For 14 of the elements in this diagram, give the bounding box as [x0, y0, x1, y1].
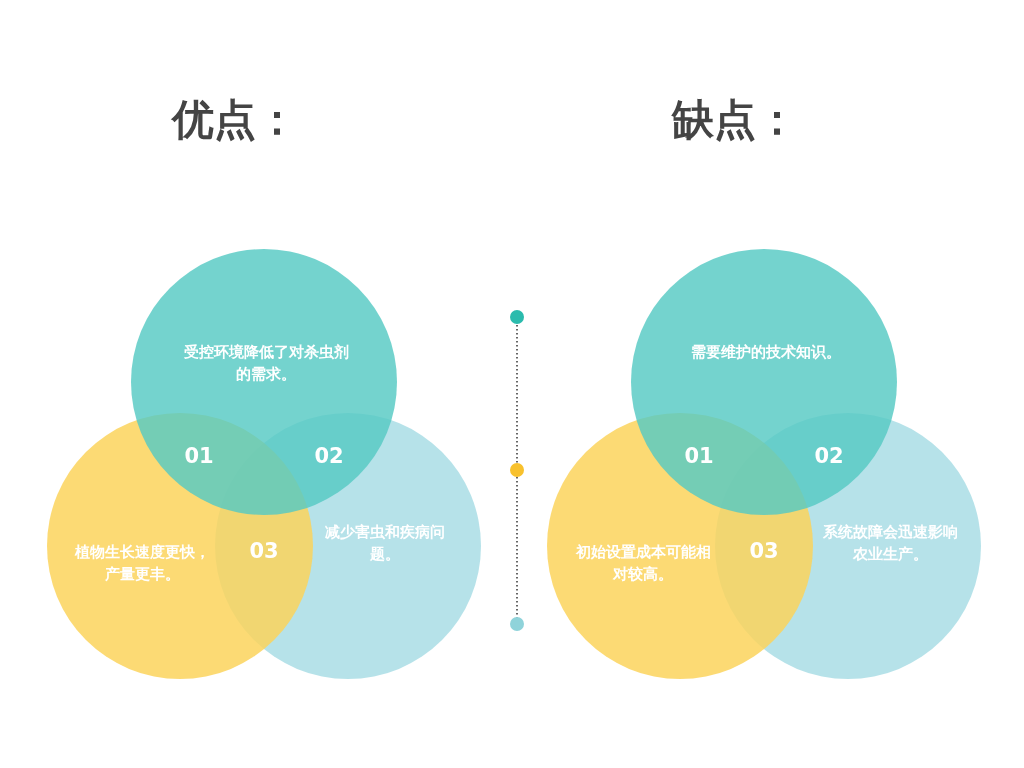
- number-label: 01: [184, 444, 214, 468]
- circle-text: 植物生长速度更快，产量更丰。: [75, 542, 210, 585]
- number-label: 03: [249, 539, 279, 563]
- heading: 优点：: [172, 94, 298, 146]
- number-label: 01: [684, 444, 714, 468]
- circle-text: 系统故障会迅速影响农业生产。: [821, 522, 959, 565]
- circle-text: 减少害虫和疾病问题。: [324, 522, 446, 565]
- number-label: 02: [814, 444, 844, 468]
- number-label: 02: [314, 444, 344, 468]
- circle-text: 受控环境降低了对杀虫剂的需求。: [182, 342, 350, 385]
- circle-text: 需要维护的技术知识。: [690, 342, 842, 363]
- number-label: 03: [749, 539, 779, 563]
- heading: 缺点：: [672, 94, 798, 146]
- circle-text: 初始设置成本可能相对较高。: [574, 542, 712, 585]
